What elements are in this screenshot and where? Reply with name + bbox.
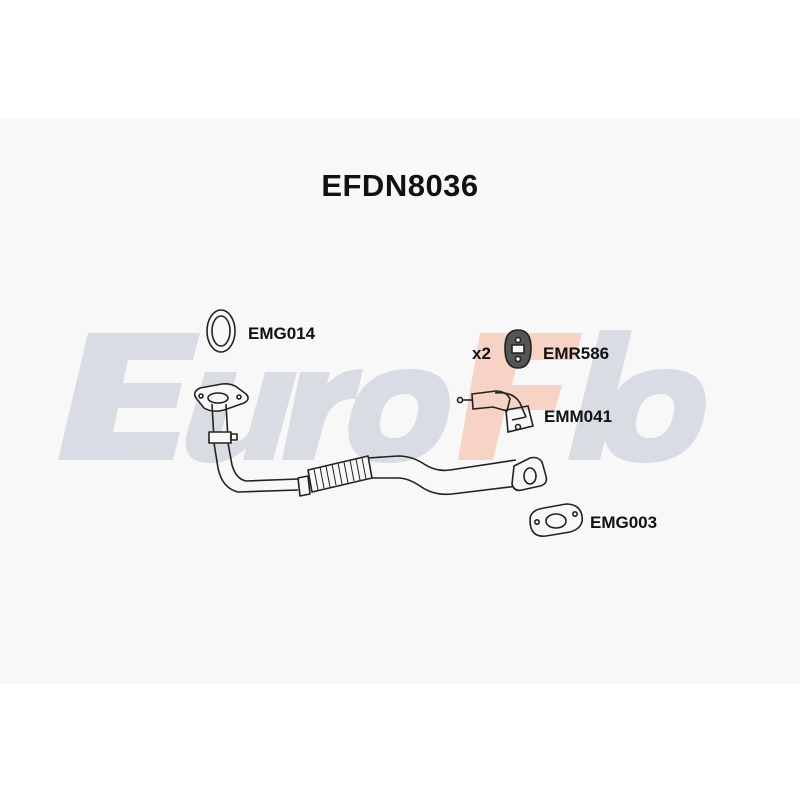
assembly-title: EFDN8036	[321, 168, 479, 203]
part-label-emr586: EMR586	[543, 344, 610, 363]
mounting-bracket-icon	[456, 390, 534, 433]
part-label-emg014: EMG014	[248, 324, 316, 343]
part-label-emm041: EMM041	[544, 407, 613, 426]
front-exhaust-pipe-icon	[193, 383, 548, 497]
flange-gasket-icon	[529, 503, 584, 537]
part-quantity-emr586: x2	[472, 344, 491, 363]
part-label-emg003: EMG003	[590, 513, 658, 532]
ring-gasket-icon	[206, 309, 236, 353]
rubber-mount-icon	[504, 329, 532, 369]
